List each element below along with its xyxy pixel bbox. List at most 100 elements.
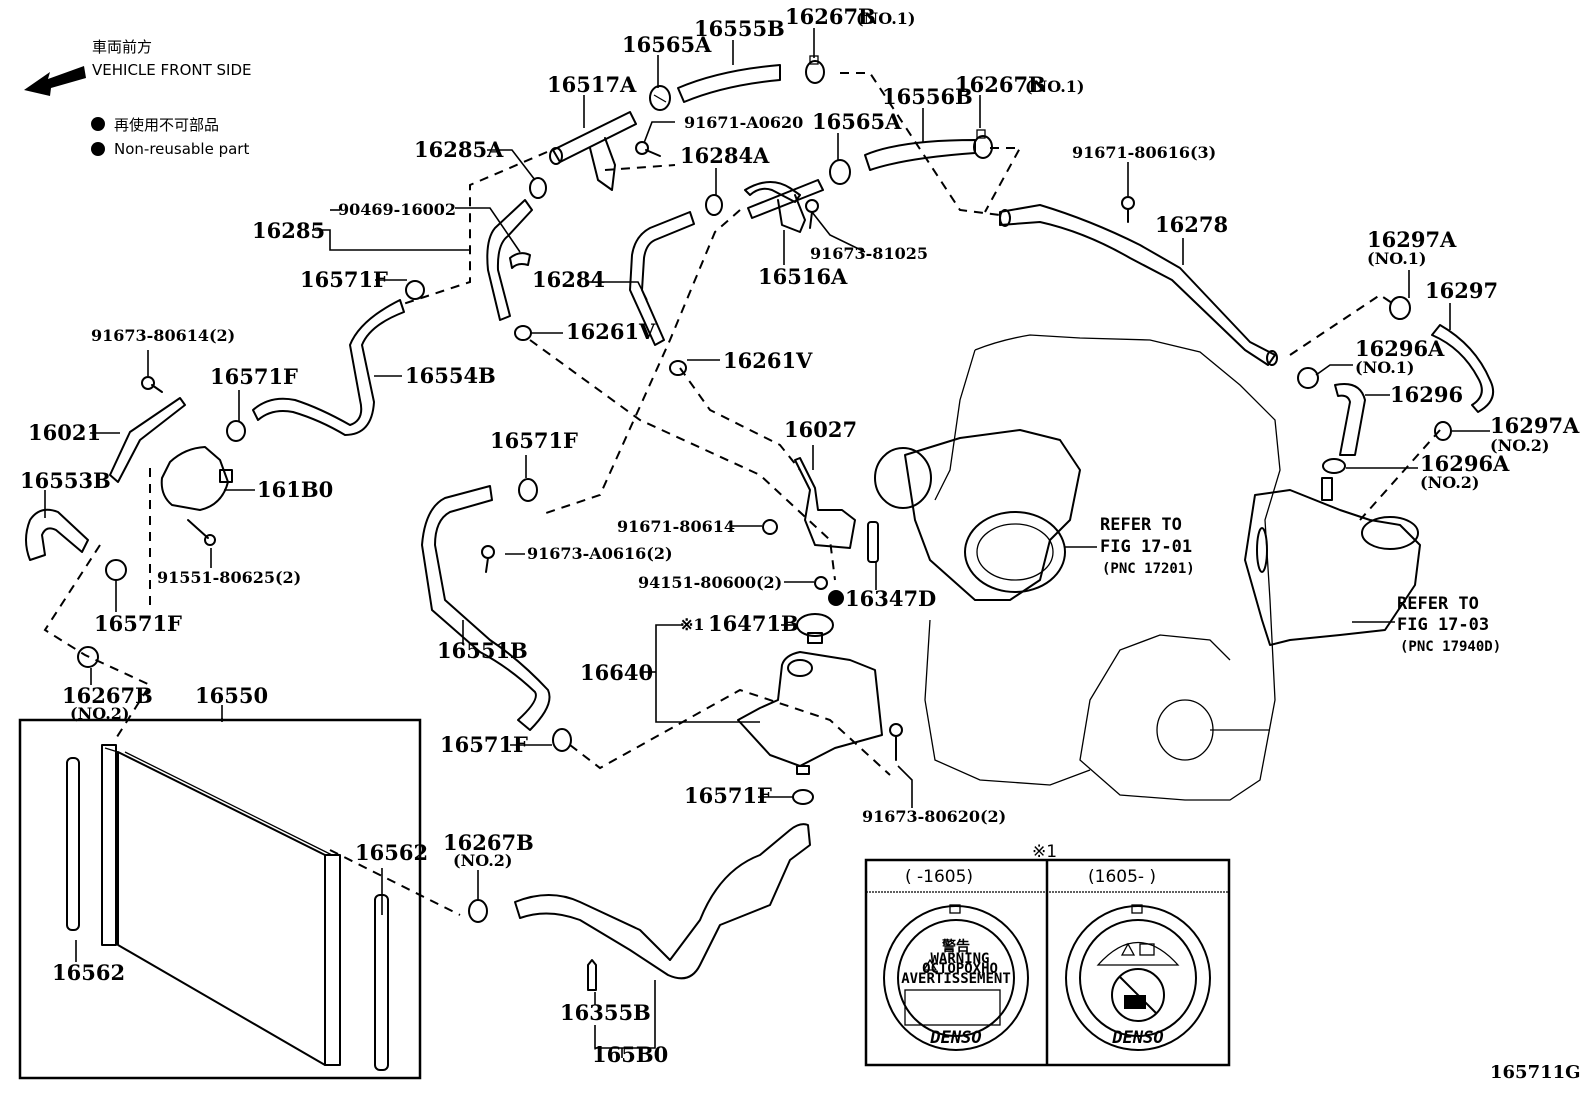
- hose-16285: [486, 199, 533, 321]
- clamp-16565A-b: [829, 159, 851, 185]
- throttle-body-outline: [874, 429, 1081, 601]
- pipe-16027: [794, 457, 856, 549]
- reference-fig-17-03[interactable]: REFER TO FIG 17-03 (PNC 17940D): [1397, 594, 1501, 655]
- label-91671-A0620: 91671-A0620: [684, 113, 803, 132]
- label-16296A-no2-no: (NO.2): [1420, 473, 1479, 492]
- part-labels: 16555B 16267B (NO.1) 16565A 16517A 91671…: [20, 4, 1580, 1067]
- ref2-line1: REFER TO: [1397, 594, 1479, 614]
- label-91551-80625: 91551-80625(2): [157, 568, 301, 587]
- cap-variant-table: ※1 ( -1605) (1605- ) 警告 WARNING OCTOPOXH…: [864, 842, 1231, 1067]
- cap-old-text-fr: AVERTISSEMENT: [901, 971, 1011, 987]
- label-16471B-mark: ※1: [680, 615, 705, 634]
- label-161B0: 161B0: [257, 477, 333, 502]
- bolt-91551-80625: [187, 519, 216, 546]
- cap-new-illustration: DENSO: [1065, 904, 1211, 1051]
- label-16296A-no2: 16296A: [1420, 451, 1510, 476]
- hose-16554B: [252, 299, 405, 436]
- clamp-16565A-a: [649, 85, 671, 111]
- label-16355B: 16355B: [560, 1000, 651, 1025]
- bracket-16347D: [867, 521, 879, 563]
- label-16640: 16640: [580, 660, 653, 685]
- label-94151-80600: 94151-80600(2): [638, 573, 782, 592]
- clamp-16571F-a: [405, 280, 425, 300]
- label-16267B-mid: 16267B: [955, 72, 1046, 97]
- cap-new-brand: DENSO: [1111, 1028, 1163, 1048]
- label-91673-81025: 91673-81025: [810, 244, 928, 263]
- label-91673-A0616: 91673-A0616(2): [527, 544, 673, 563]
- label-16297A-no2-no: (NO.2): [1490, 436, 1549, 455]
- nonreusable-legend: 再使用不可部品 Non-reusable part: [91, 116, 249, 158]
- bolt-91673-A0616: [481, 545, 495, 573]
- hose-16556B: [864, 139, 976, 171]
- clamp-16571F-c: [105, 559, 127, 581]
- label-91673-80614: 91673-80614(2): [91, 326, 235, 345]
- clip-90469-16002: [509, 252, 531, 269]
- label-16562-left: 16562: [52, 960, 125, 985]
- figure-id: 165711G: [1490, 1062, 1581, 1083]
- hose-16296: [1334, 383, 1366, 456]
- reference-fig-17-01[interactable]: REFER TO FIG 17-01 (PNC 17201): [1100, 515, 1195, 577]
- label-16571F-c: 16571F: [94, 611, 182, 636]
- label-16267B-no2-bot: 16267B: [443, 830, 534, 855]
- label-16571F-d: 16571F: [490, 428, 578, 453]
- label-16571F-e: 16571F: [440, 732, 528, 757]
- label-16296A-no1: 16296A: [1355, 336, 1445, 361]
- label-16285: 16285: [252, 218, 325, 243]
- label-16261V-a: 16261V: [566, 319, 656, 344]
- leader-lines: [44, 28, 1490, 1058]
- label-91671-80616: 91671-80616(3): [1072, 143, 1216, 162]
- ref1-line2: FIG 17-01: [1100, 537, 1192, 557]
- clamp-16571F-f: [792, 789, 814, 805]
- ref1-line1: REFER TO: [1100, 515, 1182, 535]
- label-16565A-a: 16565A: [622, 32, 712, 57]
- hose-16297: [1431, 324, 1494, 413]
- cap-table-header-new: (1605- ): [1088, 867, 1156, 887]
- label-16267B-top: 16267B: [785, 4, 876, 29]
- label-16297A-no1-no: (NO.1): [1367, 249, 1426, 268]
- label-16297A-no2: 16297A: [1490, 413, 1580, 438]
- cap-old-text-jp: 警告: [942, 938, 970, 955]
- engine-block-outline: [924, 334, 1281, 801]
- ref1-line3: (PNC 17201): [1102, 561, 1195, 577]
- clamp-16296A-no1: [1297, 367, 1319, 389]
- direction-jp: 車両前方: [92, 38, 152, 56]
- no-open-hot-icon: [1111, 968, 1165, 1022]
- label-16297: 16297: [1425, 278, 1498, 303]
- bolt-91671-A0620: [635, 141, 661, 157]
- pipe-16278: [999, 204, 1278, 366]
- nonreusable-dot-icon: [91, 142, 105, 156]
- pipe-16517A: [549, 111, 637, 191]
- label-91673-80620: 91673-80620(2): [862, 807, 1006, 826]
- label-16296A-no1-no: (NO.1): [1355, 358, 1414, 377]
- label-91671-80614: 91671-80614: [617, 517, 735, 536]
- cap-table-header-old: ( -1605): [905, 867, 973, 887]
- hose-16551B: [421, 485, 551, 731]
- label-16550: 16550: [195, 683, 268, 708]
- nut-94151-80600: [814, 576, 828, 590]
- clamp-16267B-no2-bot: [468, 899, 488, 923]
- bracket-16021: [109, 397, 186, 483]
- hose-16555B: [677, 64, 781, 103]
- bolt-91671-80616: [1121, 196, 1135, 223]
- label-16261V-b: 16261V: [723, 348, 813, 373]
- clamp-16284A: [705, 194, 723, 216]
- pipe-16516A: [744, 179, 824, 233]
- label-16517A: 16517A: [547, 72, 637, 97]
- label-16562-right: 16562: [355, 840, 428, 865]
- nonreusable-dot-icon: [828, 590, 844, 606]
- label-16284: 16284: [532, 267, 605, 292]
- hose-165B0: [514, 823, 811, 980]
- label-16021: 16021: [28, 420, 101, 445]
- clamp-16571F-d: [518, 478, 538, 502]
- nonreusable-jp: 再使用不可部品: [114, 116, 219, 134]
- radiator-assembly-box: [18, 718, 422, 1080]
- pump-161B0: [160, 446, 233, 511]
- bolt-91673-80614: [141, 376, 163, 393]
- label-16267B-mid-no: (NO.1): [1025, 77, 1084, 96]
- seal-16562-left: [66, 757, 80, 931]
- cap-table-mark: ※1: [1032, 842, 1057, 862]
- label-16553B: 16553B: [20, 468, 111, 493]
- clamp-16296A-no2: [1322, 458, 1346, 474]
- seal-16562-right: [374, 894, 389, 1071]
- bolt-91673-80620: [889, 723, 903, 761]
